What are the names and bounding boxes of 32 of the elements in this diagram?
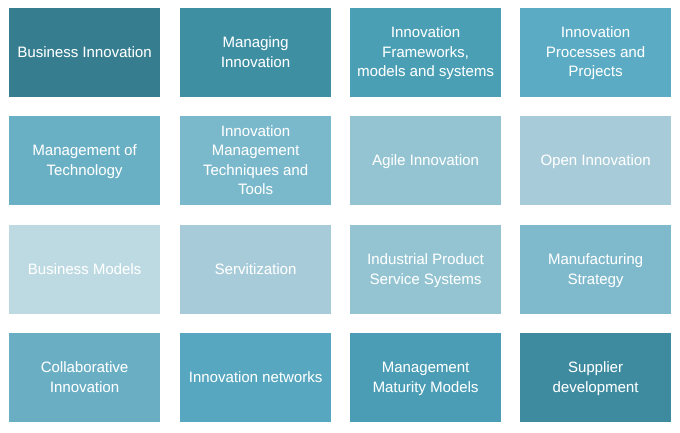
tile-label: Agile Innovation [372, 150, 479, 170]
topic-tile [350, 225, 501, 314]
tile-label: Supplier development [552, 358, 640, 397]
topic-tile [9, 116, 160, 205]
tile-label: Management Maturity Models [372, 358, 480, 397]
topic-tile [180, 225, 331, 314]
topic-tile [520, 333, 671, 422]
topic-tile [520, 116, 671, 205]
tile-label: Managing Innovation [220, 33, 292, 72]
topic-tile [180, 8, 331, 97]
tile-label: Innovation Frameworks, models and systems [356, 23, 495, 82]
topic-tile [350, 333, 501, 422]
tile-label: Innovation Processes and Projects [544, 23, 646, 82]
tile-label: Management of Technology [31, 141, 138, 180]
topic-tile [9, 8, 160, 97]
tile-label: Business Innovation [17, 42, 152, 62]
tile-label: Innovation networks [188, 368, 322, 388]
topic-tile [180, 116, 331, 205]
tile-label: Industrial Product Service Systems [366, 250, 485, 289]
tile-label: Collaborative Innovation [40, 358, 130, 397]
tile-label: Innovation Management Techniques and Tools [202, 122, 310, 200]
topic-tile [350, 8, 501, 97]
topic-tile [350, 116, 501, 205]
tile-label: Servitization [214, 260, 296, 280]
tile-label: Open Innovation [540, 150, 651, 170]
topic-tile [9, 333, 160, 422]
tile-label: Manufacturing Strategy [546, 250, 644, 289]
tile-label: Business Models [28, 260, 142, 280]
topic-tile [520, 225, 671, 314]
topic-tile [520, 8, 671, 97]
topic-tile [180, 333, 331, 422]
topic-tile [9, 225, 160, 314]
